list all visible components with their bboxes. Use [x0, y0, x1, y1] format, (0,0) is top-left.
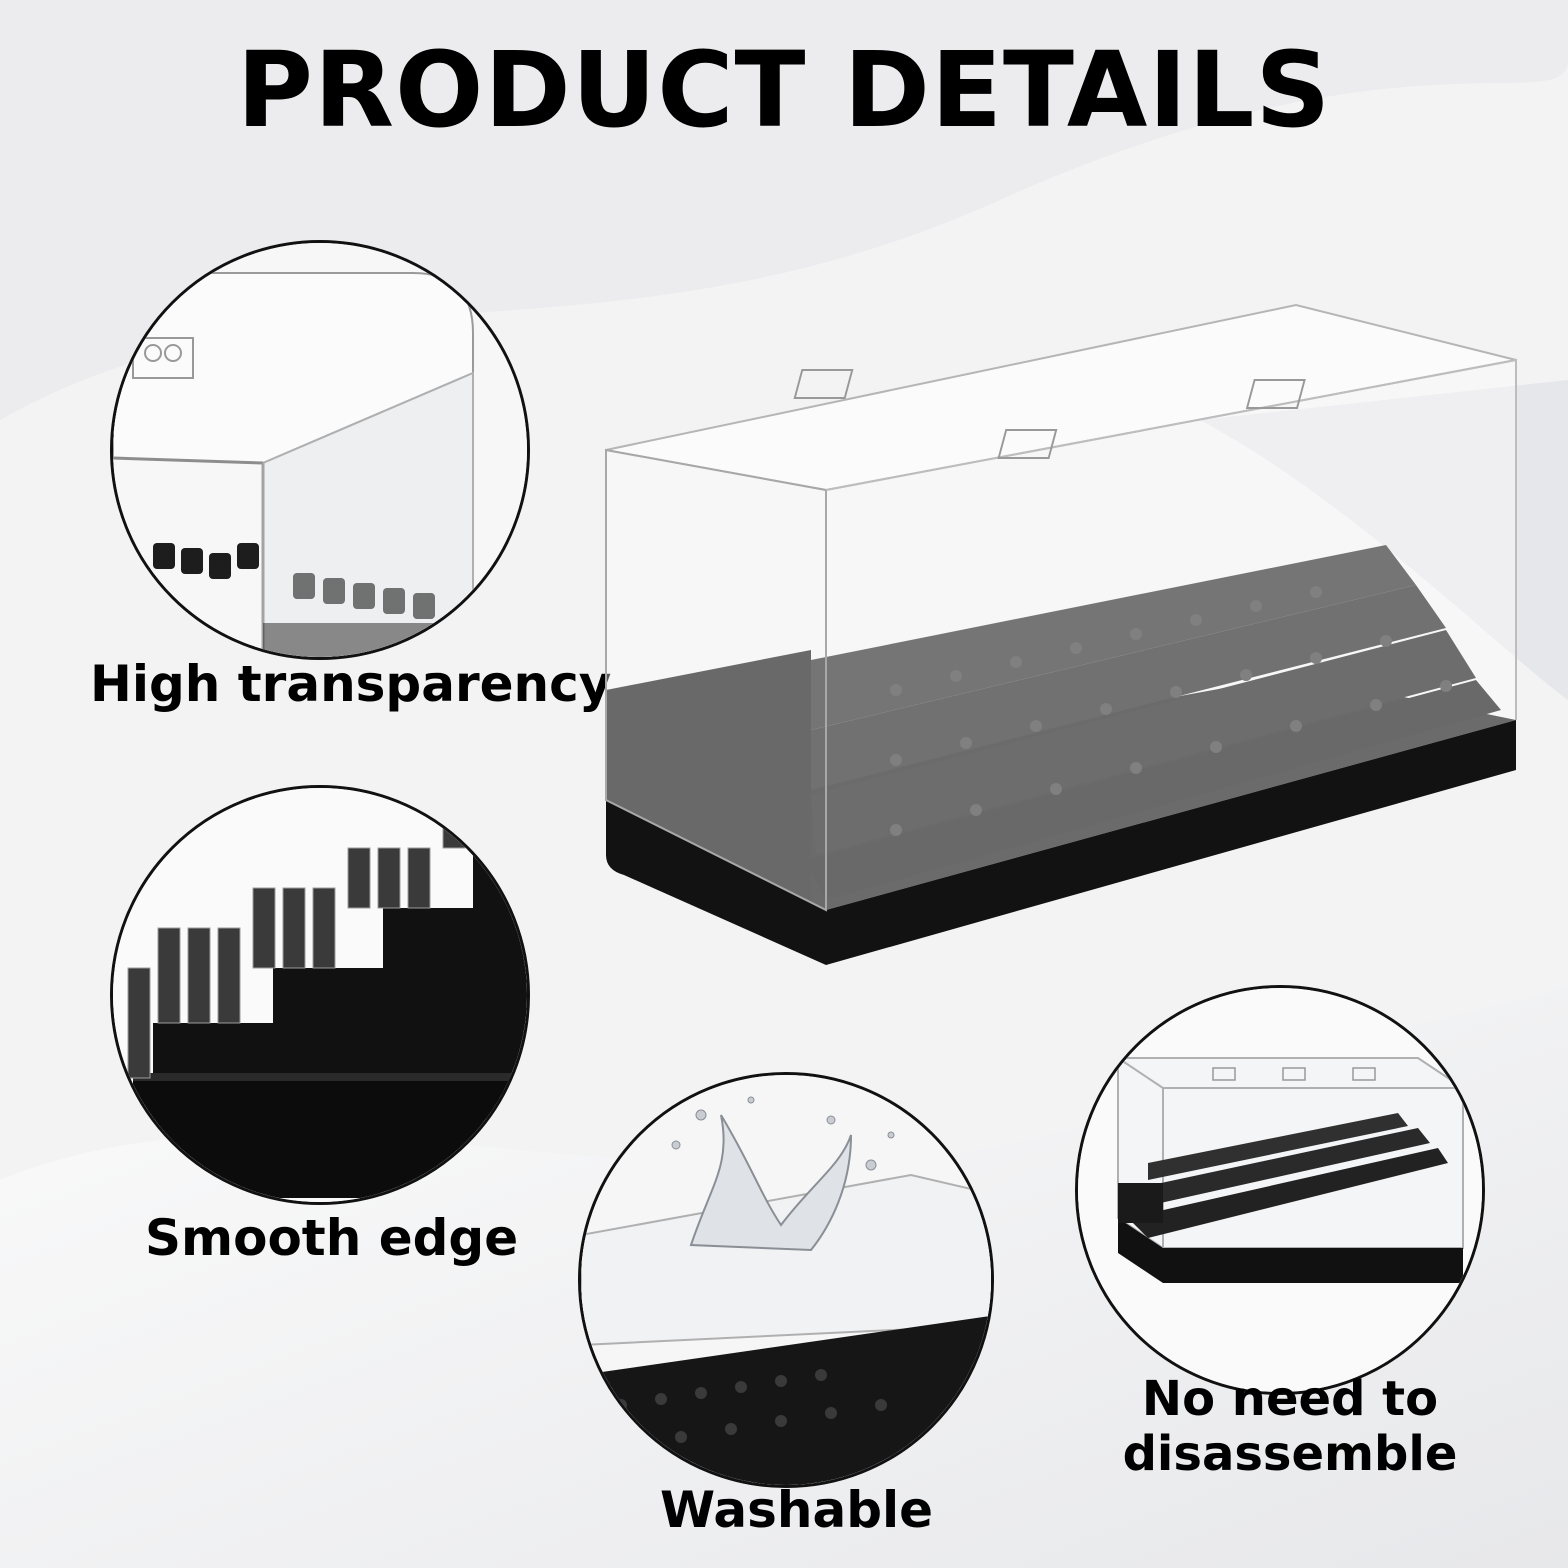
disassemble-caption-line2: disassemble: [1122, 1426, 1458, 1483]
water-splash-icon: [581, 1075, 991, 1485]
smooth-edge-caption: Smooth edge: [145, 1209, 519, 1267]
washable-detail-circle: [578, 1072, 994, 1488]
disassemble-caption-line1: No need to: [1141, 1371, 1439, 1427]
transparency-detail-circle: [110, 240, 530, 660]
washable-caption: Washable: [660, 1481, 934, 1539]
disassemble-detail-circle: [1075, 985, 1485, 1395]
main-product-image: [596, 300, 1536, 980]
disassemble-caption: No need to disassemble: [1120, 1371, 1460, 1483]
page-title: PRODUCT DETAILS: [236, 29, 1332, 151]
display-case-small-icon: [1078, 988, 1482, 1392]
display-case-icon: [605, 303, 1517, 965]
stepped-baseplate-icon: [113, 788, 527, 1202]
display-case-corner-icon: [113, 243, 527, 657]
smooth-edge-detail-circle: [110, 785, 530, 1205]
transparency-caption: High transparency: [90, 655, 612, 713]
